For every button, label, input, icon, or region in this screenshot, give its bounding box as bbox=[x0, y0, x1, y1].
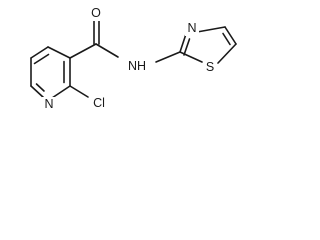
atom-thiazole-nitrogen: N bbox=[187, 21, 196, 35]
atom-thiazole-sulfur: S bbox=[206, 60, 214, 74]
bond-ring-carbonyl bbox=[69, 43, 97, 59]
bond-thiazole-c4-c5 bbox=[224, 26, 237, 45]
atom-labels: O NH N Cl N S bbox=[42, 6, 217, 112]
bond-ring-c4-n bbox=[51, 85, 71, 99]
atom-oxygen: O bbox=[91, 6, 101, 20]
atom-amide-nitrogen: NH bbox=[128, 59, 146, 73]
bond-c-cl bbox=[69, 85, 89, 98]
bond-carbonyl-nh bbox=[95, 43, 119, 58]
bond-ring-c2-c3 bbox=[47, 46, 71, 59]
atom-chlorine: Cl bbox=[93, 96, 105, 110]
atom-pyridine-nitrogen: N bbox=[44, 97, 53, 111]
bond-thiazole-s-c2 bbox=[179, 51, 203, 63]
bond-thiazole-c4-c5-inner bbox=[222, 32, 231, 46]
bond-ring-c1-c2 bbox=[30, 46, 49, 59]
bonds bbox=[30, 20, 237, 99]
structure-diagram: O NH N Cl N S bbox=[30, 6, 237, 112]
bond-thiazole-c5-s bbox=[217, 43, 237, 64]
bond-thiazole-c2-n-inner bbox=[183, 38, 191, 56]
bond-nh-thiazole bbox=[155, 51, 181, 63]
bond-thiazole-n-c4 bbox=[196, 26, 226, 33]
bond-thiazole-c2-n bbox=[179, 33, 187, 53]
bond-ring-n-c5-inner bbox=[35, 83, 45, 92]
bond-ring-c1-c2-inner bbox=[33, 53, 50, 65]
bond-ring-n-c5 bbox=[30, 85, 45, 99]
